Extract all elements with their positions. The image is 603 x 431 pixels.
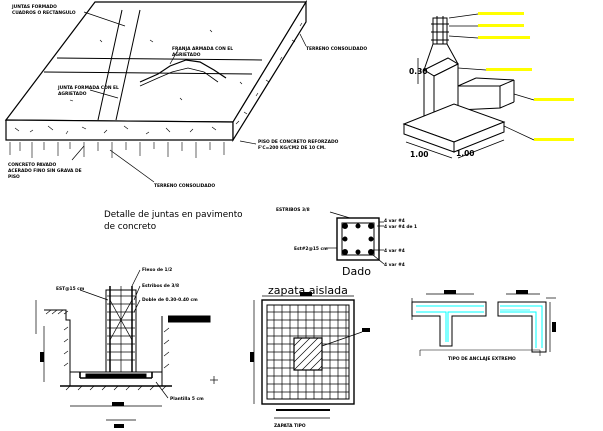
column-label-anchor: Doble de 0.30-0.40 cm bbox=[142, 297, 198, 303]
pav-label-crack-2: AGRIETADO bbox=[172, 52, 201, 58]
pavement-iso-detail bbox=[4, 0, 308, 183]
column-dim-tags bbox=[40, 352, 124, 428]
pav-label-soil: TERRENO CONSOLIDADO bbox=[306, 46, 367, 52]
zapata-note: ZAPATA TIPO bbox=[274, 423, 306, 429]
pedestal-dim-right: 1.00 bbox=[456, 149, 475, 158]
column-footing-section bbox=[35, 269, 218, 421]
pav-label-joint: JUNTAS FORMADO bbox=[11, 4, 57, 10]
zapata-plan bbox=[253, 295, 363, 419]
pav-label-floor-2: F'C=200 KG/CM2 DE 10 CM. bbox=[258, 145, 326, 151]
anchor-title: TIPO DE ANCLAJE EXTREMO bbox=[448, 356, 516, 362]
pavement-caption-line2: de concreto bbox=[104, 222, 156, 232]
column-label-depth: EST@15 cm bbox=[56, 286, 85, 292]
column-label-stirrup: Estribos de 3/8 bbox=[142, 283, 179, 289]
column-label-base: Plantilla 5 cm bbox=[170, 396, 204, 402]
pav-label-corner: JUNTA FORMADA CON EL bbox=[57, 85, 119, 91]
pavement-caption-line1: Detalle de juntas en pavimento bbox=[104, 210, 243, 220]
dado-ref-5: 4 var #4 bbox=[384, 262, 405, 268]
dado-ref-3: Est#2@15 cm bbox=[294, 246, 328, 252]
pav-label-corner-2: AGRIETADO bbox=[58, 91, 87, 97]
zapata-title: zapata aislada bbox=[268, 284, 348, 297]
pav-label-bottom-soil: TERRENO CONSOLIDADO bbox=[154, 183, 215, 189]
pav-label-screed: CONCRETO PAVADO bbox=[8, 162, 57, 168]
pedestal-iso-detail bbox=[402, 13, 535, 159]
pav-label-crack: FRANJA ARMADA CON EL bbox=[172, 46, 233, 52]
dado-title: Dado bbox=[342, 265, 371, 278]
pedestal-dim-height: 0.30 bbox=[409, 67, 428, 76]
dado-ref-2: 4 var #4 de 1 bbox=[384, 224, 417, 230]
anchor-detail bbox=[411, 293, 556, 356]
dado-ref-4: 4 var #4 bbox=[384, 248, 405, 254]
pav-label-joint-2: CUADROS O RECTANGULO bbox=[12, 10, 76, 16]
pav-label-floor: PISO DE CONCRETO REFORZADO bbox=[258, 139, 339, 145]
column-label-tie: Flexo de 1/2 bbox=[142, 267, 172, 273]
pav-label-screed-3: PISO bbox=[8, 174, 20, 180]
pedestal-callout-bars bbox=[478, 12, 574, 141]
pav-label-screed-2: ACERADO FINO SIN GRAVA DE bbox=[8, 168, 82, 174]
anchor-dim-tags bbox=[444, 290, 556, 332]
dado-ref-1: 4 var #4 bbox=[384, 218, 405, 224]
dado-section bbox=[326, 211, 385, 265]
pedestal-dim-left: 1.00 bbox=[410, 150, 429, 159]
zapata-dim-tags bbox=[250, 292, 370, 362]
dado-tag-top: ESTRIBOS 3/8 bbox=[276, 207, 310, 213]
